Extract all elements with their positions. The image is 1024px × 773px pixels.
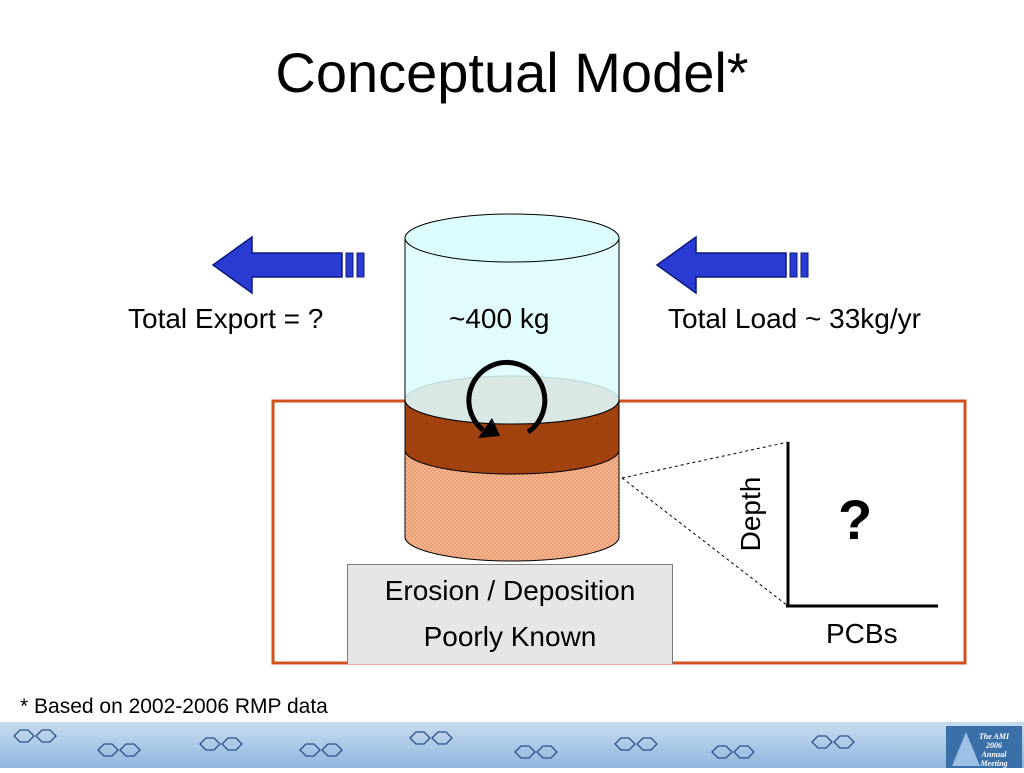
pcbs-axis-label: PCBs — [826, 618, 898, 649]
mixing-cycle-icon — [466, 359, 548, 438]
export-arrow-icon — [211, 235, 365, 295]
molecule-icon — [299, 743, 343, 757]
mass-inventory-label: ~400 kg — [449, 303, 550, 334]
unknown-profile-mark: ? — [838, 488, 873, 551]
total-export-label: Total Export = ? — [128, 303, 324, 334]
annual-meeting-logo: The AMI 2006 Annual Meeting — [946, 726, 1022, 768]
molecule-icon — [614, 737, 658, 751]
slide-title: Conceptual Model* — [275, 41, 749, 104]
svg-text:The AMI: The AMI — [979, 732, 1010, 741]
molecule-icon — [409, 731, 453, 745]
molecule-icon — [97, 743, 141, 757]
water-column — [404, 213, 620, 425]
molecule-icon — [13, 729, 57, 743]
footer-banner — [0, 722, 1024, 768]
molecule-icon — [514, 745, 558, 759]
molecule-icon — [199, 737, 243, 751]
erosion-deposition-box: Erosion / Deposition Poorly Known — [347, 564, 673, 664]
sediment-bed-layer — [404, 449, 620, 562]
svg-text:Annual: Annual — [981, 750, 1008, 759]
projection-lines — [621, 441, 789, 607]
load-arrow-icon — [655, 235, 809, 295]
footnote: * Based on 2002-2006 RMP data — [20, 695, 328, 718]
erosion-line-2: Poorly Known — [423, 621, 597, 652]
depth-profile-axes — [786, 442, 938, 608]
molecule-icon — [711, 745, 755, 759]
svg-text:Meeting: Meeting — [979, 759, 1007, 768]
total-load-label: Total Load ~ 33kg/yr — [668, 303, 921, 334]
molecule-pattern-icons — [13, 729, 855, 759]
depth-axis-label: Depth — [735, 476, 766, 552]
erosion-line-1: Erosion / Deposition — [384, 575, 636, 606]
molecule-icon — [811, 735, 855, 749]
svg-text:2006: 2006 — [985, 741, 1002, 750]
